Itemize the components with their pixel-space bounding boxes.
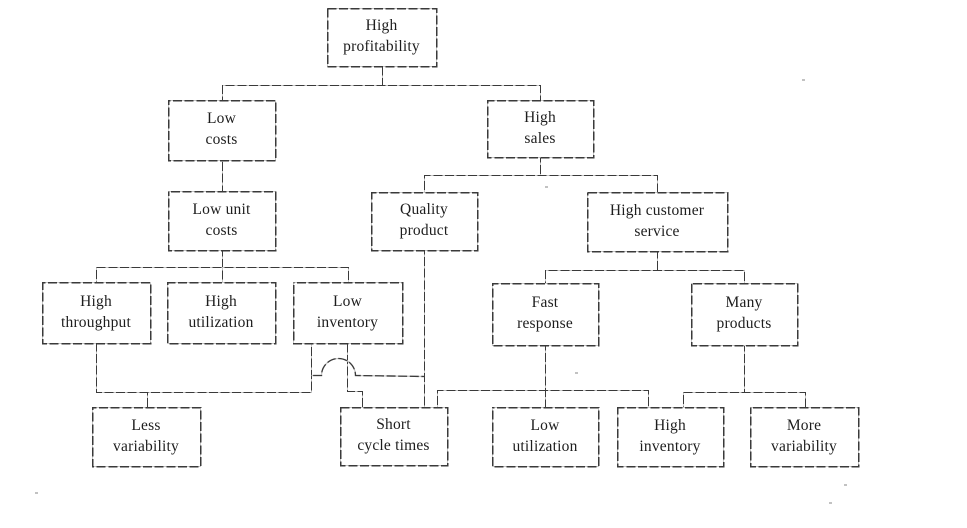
node-high-profitability-box xyxy=(326,7,438,68)
node-low-unit-costs-box xyxy=(167,190,277,252)
edge-products-children xyxy=(682,391,807,408)
node-high-utilization: High utilization xyxy=(167,282,275,343)
node-more-variability-label-line-1: More xyxy=(786,416,822,434)
node-high-inventory-label-line-1: High xyxy=(654,416,686,434)
node-fast-response-label-line-1: Fast xyxy=(531,294,559,312)
node-many-products: Many products xyxy=(691,283,797,345)
node-quality-product-label-line-1: Quality xyxy=(400,201,448,219)
node-many-products-box xyxy=(690,282,799,347)
node-low-utilization-box xyxy=(491,406,600,468)
node-low-unit-costs-box xyxy=(167,190,277,252)
node-high-inventory-box xyxy=(616,406,725,468)
node-more-variability-box xyxy=(749,406,860,468)
node-less-variability-box xyxy=(91,406,202,468)
node-high-customer-service-label-line-2: service xyxy=(634,222,680,240)
scan-speck xyxy=(844,484,847,486)
node-many-products-label-line-1: Many xyxy=(725,294,763,312)
node-high-sales-label-line-1: High xyxy=(524,108,556,126)
node-high-profitability-label-line-1: High xyxy=(365,17,398,35)
node-quality-product: Quality product xyxy=(371,192,477,250)
node-low-inventory-box xyxy=(292,281,404,345)
node-fast-response-box xyxy=(491,282,600,347)
node-high-throughput-label-line-2: throughput xyxy=(60,313,132,331)
scan-speck xyxy=(829,502,832,504)
edge-throughput-inventory-bus xyxy=(95,343,313,394)
node-high-inventory-label-line-2: inventory xyxy=(639,437,701,455)
scan-speck xyxy=(802,79,805,81)
edge-inventory-quality-jumpover xyxy=(311,357,425,378)
node-short-cycle-times-box xyxy=(339,406,449,467)
node-low-unit-costs-label-line-1: Low unit xyxy=(192,200,251,218)
node-fast-response-box xyxy=(491,282,600,347)
node-high-customer-service-label-line-1: High customer xyxy=(609,201,705,219)
edge-sales-children xyxy=(423,174,659,193)
node-high-throughput: High throughput xyxy=(42,282,150,343)
node-high-profitability: High profitability xyxy=(327,8,436,66)
node-high-throughput-box xyxy=(41,281,152,345)
node-short-cycle-times-label-line-2: cycle times xyxy=(357,437,430,454)
node-high-utilization-label-line-2: utilization xyxy=(188,313,254,331)
node-fast-response-label-line-2: response xyxy=(517,315,573,332)
node-low-inventory-label-line-2: inventory xyxy=(316,313,379,331)
node-less-variability-label-line-1: Less xyxy=(131,416,161,434)
node-short-cycle-times: Short cycle times xyxy=(340,407,447,465)
node-many-products-label-line-2: products xyxy=(716,315,772,332)
scan-speck xyxy=(35,492,38,494)
node-low-costs-label-line-1: Low xyxy=(206,110,236,128)
node-low-utilization-box xyxy=(491,406,600,468)
node-fast-response: Fast response xyxy=(492,283,598,345)
node-low-costs-box xyxy=(167,99,277,162)
node-short-cycle-times-label-line-1: Short xyxy=(376,416,411,434)
node-high-sales: High sales xyxy=(487,100,593,157)
node-high-profitability-label-line-2: profitability xyxy=(343,38,420,55)
node-low-unit-costs: Low unit costs xyxy=(168,191,275,250)
node-more-variability: More variability xyxy=(750,407,858,466)
node-low-unit-costs-label-line-2: costs xyxy=(205,221,238,239)
node-high-sales-label-line-2: sales xyxy=(524,129,556,147)
scan-speck xyxy=(545,186,548,188)
node-high-sales-box xyxy=(486,99,595,159)
edge-unit-costs-children xyxy=(95,266,350,283)
edge-response-children xyxy=(436,389,650,408)
node-high-customer-service-box xyxy=(586,191,729,253)
node-high-throughput-label-line-1: High xyxy=(80,292,112,310)
node-many-products-box xyxy=(690,282,799,347)
node-less-variability: Less variability xyxy=(92,407,200,466)
node-more-variability-box xyxy=(749,406,860,468)
node-low-inventory: Low inventory xyxy=(293,282,402,343)
edge-service-children xyxy=(544,269,746,284)
node-high-customer-service: High customer service xyxy=(587,192,727,251)
node-low-costs-label-line-2: costs xyxy=(205,131,238,148)
scan-speck xyxy=(575,372,578,374)
node-high-customer-service-box xyxy=(586,191,729,253)
node-high-inventory: High inventory xyxy=(617,407,723,466)
node-quality-product-box xyxy=(370,191,479,252)
node-low-utilization-label-line-1: Low xyxy=(530,416,560,434)
node-high-utilization-box xyxy=(166,281,277,345)
node-low-utilization: Low utilization xyxy=(492,407,598,466)
node-high-sales-box xyxy=(486,99,595,159)
node-quality-product-label-line-2: product xyxy=(399,222,449,239)
edge-inventory-to-cycle-times xyxy=(346,343,364,408)
node-low-costs-box xyxy=(167,99,277,162)
edge-profitability-children xyxy=(221,84,542,101)
node-low-costs: Low costs xyxy=(168,100,275,160)
node-high-profitability-box xyxy=(326,7,438,68)
node-high-utilization-box xyxy=(166,281,277,345)
node-quality-product-box xyxy=(370,191,479,252)
node-low-inventory-box xyxy=(292,281,404,345)
node-low-utilization-label-line-2: utilization xyxy=(512,437,578,455)
node-short-cycle-times-box xyxy=(339,406,449,467)
node-less-variability-label-line-2: variability xyxy=(113,437,179,455)
node-low-inventory-label-line-1: Low xyxy=(332,292,362,310)
node-high-utilization-label-line-1: High xyxy=(205,292,237,310)
node-more-variability-label-line-2: variability xyxy=(771,437,837,455)
node-high-inventory-box xyxy=(616,406,725,468)
